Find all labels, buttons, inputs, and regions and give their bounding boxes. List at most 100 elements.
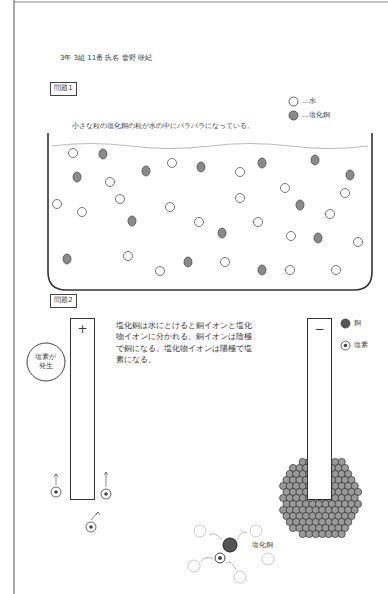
water-particle: [341, 189, 350, 198]
legend-sample: [289, 111, 298, 120]
note: 塩化銅は水にとけると銅イオンと塩化物イオンに分かれる。銅イオンは陰極で銅になる。…: [116, 320, 256, 365]
header: 3年 3組 11番 氏名 菅野 咲紀: [60, 53, 260, 64]
legend-sample: [289, 97, 298, 106]
water-particle: [166, 203, 175, 212]
ion-particle: [262, 553, 274, 565]
chloride-ion: [89, 525, 93, 529]
water-surface: [52, 144, 368, 149]
legend-sample: [341, 319, 350, 328]
node-text: 問題1: [54, 84, 73, 93]
ion-drawing: [188, 525, 274, 583]
legend-sample: [340, 340, 351, 351]
legend-text: …水: [302, 97, 316, 106]
water-particle: [281, 184, 290, 193]
chloride-ion: [104, 492, 108, 496]
node-text: 問題2: [54, 296, 73, 305]
ion-particle: [194, 525, 206, 537]
copper-chloride-particle: [197, 162, 205, 172]
copper-chloride-particle: [73, 172, 81, 182]
copper-chloride-particle: [258, 265, 266, 275]
water-particle: [168, 159, 177, 168]
polarity-sign: −: [308, 322, 331, 338]
motion-arrow: [91, 512, 100, 520]
water-particle: [124, 252, 133, 261]
water-particle: [156, 267, 165, 276]
copper-chloride-particle: [258, 158, 266, 168]
legend-sample: [288, 96, 299, 107]
legend-item: 塩素: [340, 340, 368, 351]
copper-particle: [325, 530, 332, 537]
water-particle: [354, 238, 363, 247]
motion-arrow: [54, 474, 58, 485]
chloride-ion: [54, 490, 58, 494]
copper-chloride-particle: [99, 149, 107, 159]
motion-arrow: [104, 472, 108, 487]
copper-chloride-particle: [184, 257, 192, 267]
water-particle: [78, 208, 87, 217]
copper-chloride-particle: [142, 166, 150, 176]
ion-particle: [188, 560, 200, 572]
legend-item: …水: [288, 96, 316, 107]
electrode-box: +: [70, 318, 95, 500]
water-particle: [53, 200, 62, 209]
question-label: 問題1: [50, 82, 77, 96]
water-particle: [254, 218, 263, 227]
margin-line: [14, 2, 388, 3]
particle-label: 塩化銅: [252, 540, 302, 551]
copper-chloride-particle: [296, 200, 304, 210]
beaker-outline: [48, 133, 372, 290]
ion-particle: [250, 525, 262, 537]
copper-particle: [306, 530, 313, 537]
note-circle: 塩素が発生: [26, 342, 66, 382]
water-particle: [286, 266, 295, 275]
question-label: 問題2: [50, 294, 77, 308]
water-particle: [69, 149, 78, 158]
legend-item: 銅: [340, 318, 361, 329]
copper-particle: [312, 530, 319, 537]
legend-text: 銅: [354, 319, 361, 328]
water-particle: [221, 258, 230, 267]
legend-text: 塩素: [354, 341, 368, 350]
copper-chloride-particle: [311, 155, 319, 165]
water-particle: [287, 232, 296, 241]
electrode-box: −: [307, 318, 332, 500]
legend-sample: [344, 344, 348, 348]
motion-arrow: [226, 562, 236, 570]
copper-particle: [319, 530, 326, 537]
legend-sample: [341, 341, 350, 350]
ion-particle: [234, 571, 246, 583]
water-particle: [236, 168, 245, 177]
copper-chloride-particle: [63, 254, 71, 264]
copper-ion: [223, 538, 237, 552]
motion-arrow: [237, 532, 247, 540]
polarity-sign: +: [71, 322, 94, 338]
margin-line: [14, 0, 15, 594]
water-particle: [116, 195, 125, 204]
legend-text: …塩化銅: [302, 111, 330, 120]
copper-chloride-particle: [314, 233, 322, 243]
legend-sample: [288, 110, 299, 121]
chloride-ion: [51, 487, 61, 497]
water-particle: [332, 266, 341, 275]
particles: [53, 149, 363, 276]
chloride-ion: [101, 489, 111, 499]
motion-arrow: [201, 557, 213, 561]
legend-item: …塩化銅: [288, 110, 330, 121]
copper-particle: [332, 530, 339, 537]
copper-chloride-particle: [346, 170, 354, 180]
water-particle: [326, 210, 335, 219]
note: 小さな粒の塩化銅の粒が水の中にバラバラになっている。: [72, 121, 302, 132]
copper-particle: [289, 524, 296, 531]
copper-particle: [338, 530, 345, 537]
node-text: 塩素が発生: [35, 353, 57, 371]
chloride-ion: [218, 556, 222, 560]
water-particle: [106, 178, 115, 187]
copper-chloride-particle: [128, 216, 136, 226]
chloride-ion: [215, 553, 225, 563]
water-particle: [195, 218, 204, 227]
motion-arrow: [209, 534, 222, 540]
copper-chloride-particle: [218, 228, 226, 238]
legend-sample: [340, 318, 351, 329]
note-outline: [27, 343, 65, 381]
